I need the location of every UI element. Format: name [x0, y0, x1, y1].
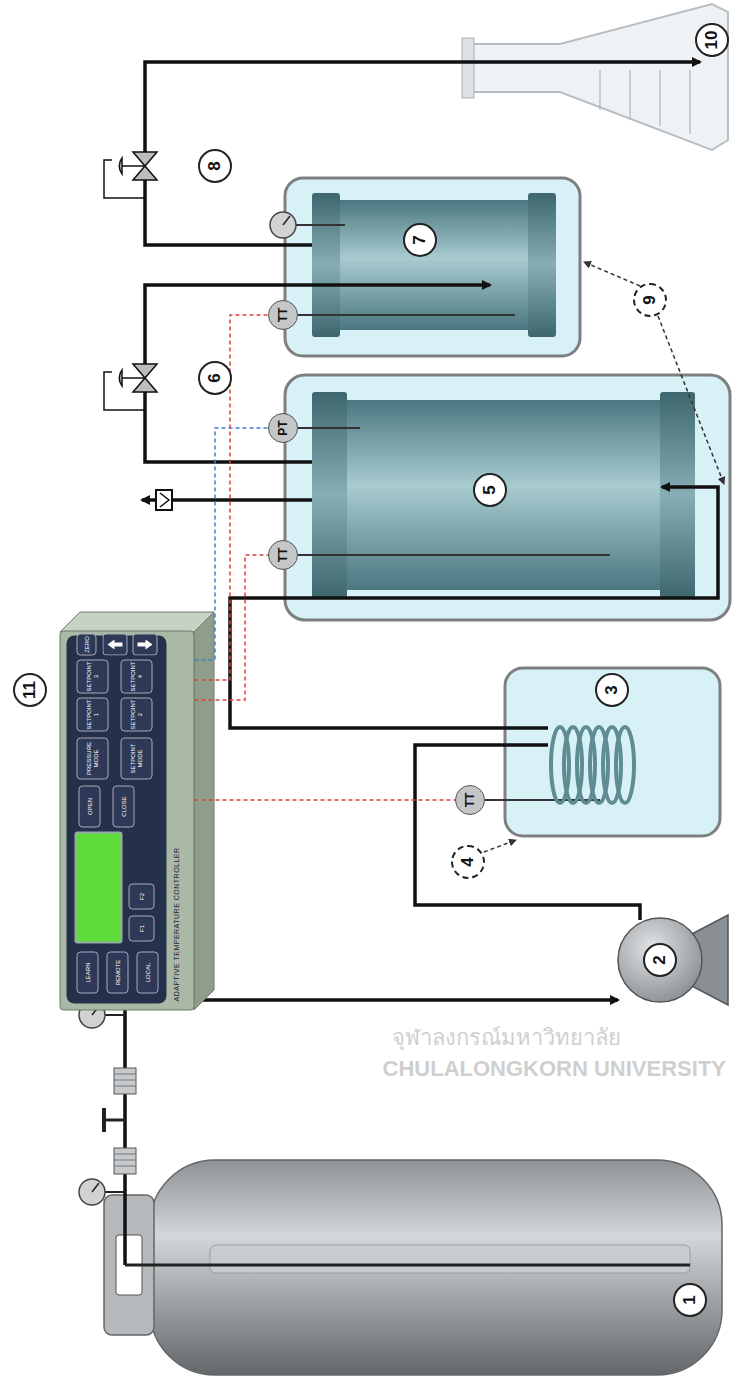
- panel-button: LOCAL: [137, 952, 159, 994]
- signal-line: [195, 315, 269, 680]
- callout-number: 6: [198, 361, 232, 395]
- callout-number: 9: [633, 283, 667, 317]
- callout-text: 4: [458, 857, 478, 866]
- control-panel: LEARN REMOTE LOCAL F1 F2 OPEN CLOSEPRESSURE MO…: [67, 636, 167, 1004]
- sensor-tag: TT: [276, 308, 290, 323]
- panel-button: SETPOINT MODE: [121, 738, 153, 780]
- check-valve: [156, 490, 172, 510]
- panel-button: SETPOINT 3: [77, 660, 109, 694]
- callout-text: 1: [680, 1295, 700, 1304]
- heating-coil: [551, 727, 634, 803]
- panel-button: REMOTE: [107, 952, 129, 994]
- callout-number: 11: [13, 673, 47, 707]
- callout-text: 8: [205, 161, 225, 170]
- watermark-text: จุฬาลงกรณ์มหาวิทยาลัย: [392, 1020, 621, 1055]
- panel-button: F2: [129, 884, 155, 910]
- collection-flask: [462, 4, 728, 150]
- temperature-controller: LEARN REMOTE LOCAL F1 F2 OPEN CLOSEPRESSURE MO…: [60, 631, 195, 1011]
- panel-button: SETPOINT 1: [77, 698, 109, 732]
- sensor-circle: TT: [455, 785, 485, 815]
- sensor-tag: TT: [463, 793, 477, 808]
- extraction-vessel: [330, 400, 680, 590]
- panel-button: CLOSE: [113, 786, 135, 828]
- callout-text: 7: [410, 235, 430, 244]
- controller-title: ADAPTIVE TEMPERATURE CONTROLLER: [173, 847, 180, 1001]
- callout-text: 10: [702, 31, 722, 50]
- callout-number: 3: [595, 673, 629, 707]
- panel-button: OPEN: [79, 786, 101, 828]
- sensor-circle: PT: [268, 413, 298, 443]
- panel-button: SETPOINT 2: [121, 698, 153, 732]
- signal-line: [195, 428, 269, 660]
- panel-button: F1: [129, 916, 155, 942]
- callout-number: 5: [473, 473, 507, 507]
- water-bath: [285, 375, 730, 620]
- callout-text: 2: [650, 955, 670, 964]
- back-pressure-valve: [104, 364, 157, 410]
- metering-valve: [104, 152, 157, 198]
- process-pipes: [142, 62, 718, 920]
- sensor-circle: TT: [268, 540, 298, 570]
- signal-line: [195, 555, 269, 700]
- callout-number: 2: [643, 943, 677, 977]
- callout-text: 3: [602, 685, 622, 694]
- lcd-display: [75, 832, 123, 944]
- panel-button: ZERO: [77, 634, 97, 656]
- callout-text: 5: [480, 485, 500, 494]
- callout-text: 6: [205, 373, 225, 382]
- callout-text: 9: [640, 295, 660, 304]
- watermark-text: CHULALONGKORN UNIVERSITY: [383, 1056, 726, 1082]
- separator-vessel: [330, 200, 540, 330]
- callout-text: 11: [20, 681, 40, 699]
- sensor-tag: TT: [276, 548, 290, 563]
- callout-number: 8: [198, 149, 232, 183]
- co2-cylinder: [104, 1160, 722, 1375]
- callout-number: 7: [403, 223, 437, 257]
- callout-number: 4: [451, 845, 485, 879]
- panel-button: PRESSURE MODE: [77, 738, 109, 780]
- signal-line: [195, 799, 456, 801]
- arrow-keys: [103, 634, 159, 656]
- water-bath: [285, 178, 580, 356]
- sensor-tag: PT: [276, 420, 290, 435]
- pump: [618, 915, 728, 1005]
- callout-number: 10: [695, 23, 729, 57]
- pressure-gauge: [270, 212, 296, 238]
- panel-button: LEARN: [77, 952, 99, 994]
- panel-button: SETPOINT 4: [121, 660, 153, 694]
- preheat-bath: [505, 668, 720, 836]
- sensor-circle: TT: [268, 300, 298, 330]
- callout-number: 1: [673, 1283, 707, 1317]
